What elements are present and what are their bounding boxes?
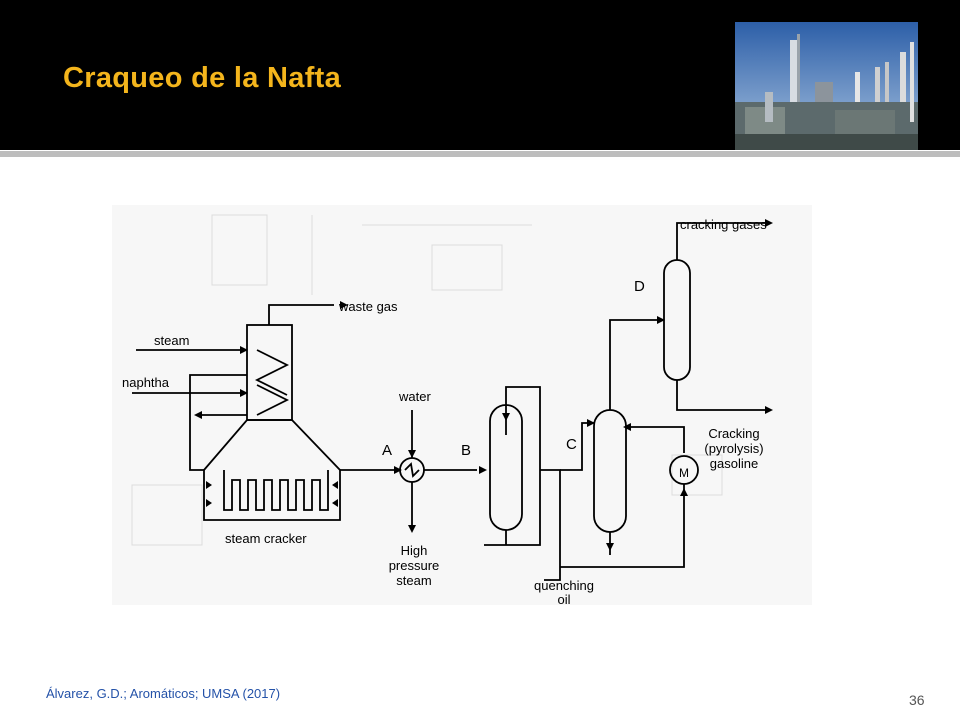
label-C: C bbox=[566, 436, 577, 453]
naphtha-coil bbox=[256, 384, 290, 416]
label-steam-cracker: steam cracker bbox=[225, 531, 307, 546]
steam-coil bbox=[254, 349, 290, 396]
label-naphtha: naphtha bbox=[122, 375, 170, 390]
feed-to-radiant-line bbox=[189, 374, 247, 471]
label-quench-line1: quenching bbox=[534, 578, 594, 593]
label-cracking-line1: Cracking bbox=[708, 426, 759, 441]
quenching-oil-line bbox=[540, 469, 561, 581]
label-cracking-line2: (pyrolysis) bbox=[704, 441, 763, 456]
radiant-coil bbox=[223, 470, 329, 511]
diagram-background bbox=[112, 205, 812, 605]
column-B-overhead-line bbox=[484, 386, 541, 546]
label-cracking-line3: gasoline bbox=[710, 456, 758, 471]
pump-discharge-line bbox=[560, 484, 685, 568]
exchanger-coil bbox=[404, 462, 420, 478]
background-ghost-lines bbox=[131, 214, 723, 546]
page-number: 36 bbox=[909, 692, 925, 708]
label-hps-line2: pressure bbox=[389, 558, 440, 573]
label-B: B bbox=[461, 442, 471, 459]
header-divider bbox=[0, 151, 960, 157]
label-hps-line3: steam bbox=[396, 573, 431, 588]
refinery-photo bbox=[735, 22, 918, 150]
label-D: D bbox=[634, 278, 645, 295]
waste-gas-line bbox=[268, 304, 334, 325]
label-water: water bbox=[398, 389, 431, 404]
label-A: A bbox=[382, 442, 392, 459]
pump-symbol-text: M bbox=[679, 466, 689, 480]
cracking-gases-line bbox=[676, 222, 767, 260]
flow-arrows bbox=[194, 219, 773, 551]
label-hps-line1: High bbox=[401, 543, 428, 558]
C-overhead-line bbox=[609, 319, 658, 410]
label-quench-line2: oil bbox=[557, 592, 570, 605]
label-cracking-gases: cracking gases bbox=[680, 217, 767, 232]
gasoline-line bbox=[676, 380, 767, 411]
citation-text: Álvarez, G.D.; Aromáticos; UMSA (2017) bbox=[46, 686, 281, 701]
reflux-line bbox=[626, 426, 685, 453]
label-waste-gas: waste gas bbox=[338, 299, 398, 314]
label-steam: steam bbox=[154, 333, 189, 348]
process-flow-diagram: M cracking gases waste gas steam naphtha… bbox=[112, 205, 812, 605]
slide-title: Craqueo de la Nafta bbox=[63, 62, 342, 94]
